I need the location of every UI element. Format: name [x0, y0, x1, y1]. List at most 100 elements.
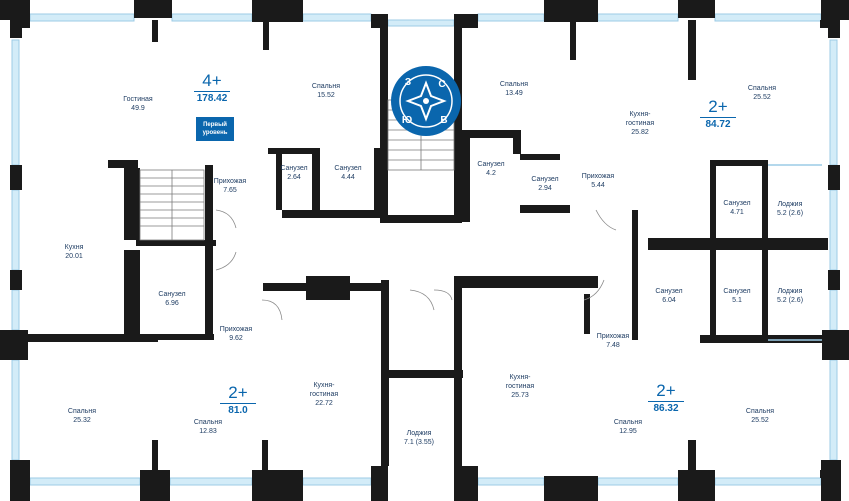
apartment-label[interactable]: 2+ 84.72	[700, 98, 736, 131]
door-swings	[215, 209, 617, 321]
room-name: Спальня	[193, 419, 223, 426]
room-name: Кухня- гостиная	[505, 374, 535, 390]
room-area: 5.2 (2.6)	[776, 210, 804, 217]
room-label: Прихожая 7.65	[214, 177, 246, 195]
apartment-rooms: 2+	[228, 383, 248, 402]
room-area: 4.2	[486, 170, 496, 177]
apartment-label[interactable]: 2+ 81.0	[220, 384, 256, 417]
room-name: Санузел	[531, 176, 559, 183]
room-label: Лоджия 5.2 (2.6)	[777, 200, 803, 218]
room-label: Санузел 6.04	[655, 287, 682, 305]
compass-north: С	[438, 79, 445, 90]
room-label: Кухня 20.01	[65, 243, 84, 261]
room-label: Санузел 4.2	[477, 160, 504, 178]
room-label: Гостиная 49.9	[123, 95, 152, 113]
room-area: 7.65	[223, 187, 237, 194]
room-name: Санузел	[477, 161, 505, 168]
apartment-divider	[648, 401, 684, 402]
room-label: Санузел 4.71	[723, 199, 750, 217]
room-name: Гостиная	[123, 96, 153, 103]
inner-walls	[28, 20, 828, 478]
compass-west: З	[405, 77, 411, 88]
apartment-area: 81.0	[228, 405, 248, 416]
room-area: 25.82	[631, 129, 649, 136]
room-area: 6.96	[165, 300, 179, 307]
room-name: Спальня	[745, 408, 775, 415]
room-name: Спальня	[613, 419, 643, 426]
room-name: Спальня	[499, 81, 529, 88]
apartment-rooms: 4+	[202, 71, 222, 90]
room-name: Прихожая	[219, 326, 253, 333]
room-name: Прихожая	[213, 178, 247, 185]
room-name: Лоджия	[777, 201, 803, 208]
room-label: Спальня 13.49	[500, 80, 528, 98]
room-area: 6.04	[662, 297, 676, 304]
room-area: 4.44	[341, 174, 355, 181]
compass-icon: С В Ю З	[391, 66, 461, 136]
room-area: 12.95	[619, 428, 637, 435]
room-name: Лоджия	[406, 430, 432, 437]
room-label: Спальня 25.52	[748, 84, 776, 102]
room-area: 2.94	[538, 185, 552, 192]
room-label: Кухня- гостиная 25.73	[506, 373, 534, 400]
room-name: Кухня- гостиная	[309, 382, 339, 398]
room-name: Санузел	[655, 288, 683, 295]
room-area: 7.48	[606, 342, 620, 349]
room-label: Лоджия 7.1 (3.55)	[404, 429, 434, 447]
room-name: Прихожая	[596, 333, 630, 340]
level-badge-line2: уровень	[202, 130, 228, 136]
room-area: 7.1 (3.55)	[404, 439, 434, 446]
room-name: Санузел	[723, 200, 751, 207]
room-area: 15.52	[317, 92, 335, 99]
room-name: Санузел	[280, 165, 308, 172]
room-area: 25.52	[753, 94, 771, 101]
compass: С В Ю З	[390, 65, 462, 137]
apartment-divider	[194, 91, 230, 92]
room-label: Спальня 25.52	[746, 407, 774, 425]
room-name: Кухня	[64, 244, 84, 251]
room-label: Прихожая 7.48	[597, 332, 629, 350]
room-name: Санузел	[158, 291, 186, 298]
room-name: Спальня	[311, 83, 341, 90]
room-name: Прихожая	[581, 173, 615, 180]
room-label: Спальня 25.32	[68, 407, 96, 425]
room-name: Спальня	[747, 85, 777, 92]
room-name: Санузел	[723, 288, 751, 295]
apartment-rooms: 2+	[708, 97, 728, 116]
level-badge-line1: Первый	[203, 122, 227, 128]
room-area: 25.32	[73, 417, 91, 424]
room-area: 25.73	[511, 392, 529, 399]
room-area: 12.83	[199, 428, 217, 435]
room-label: Санузел 2.64	[280, 164, 307, 182]
room-area: 5.2 (2.6)	[776, 297, 804, 304]
room-area: 49.9	[131, 105, 145, 112]
level-badge[interactable]: Первый уровень	[196, 117, 234, 141]
apartment-area: 86.32	[653, 403, 679, 414]
apartment-rooms: 2+	[656, 381, 676, 400]
compass-south: Ю	[402, 115, 412, 126]
apartment-area: 84.72	[705, 119, 731, 130]
room-area: 25.52	[751, 417, 769, 424]
apartment-area: 178.42	[196, 93, 228, 104]
room-label: Прихожая 5.44	[582, 172, 614, 190]
apartment-divider	[700, 117, 736, 118]
room-area: 20.01	[65, 253, 83, 260]
apartment-label[interactable]: 2+ 86.32	[648, 382, 684, 415]
room-name: Спальня	[67, 408, 97, 415]
loggia-glazing	[768, 164, 822, 341]
apartment-label[interactable]: 4+ 178.42	[194, 72, 230, 105]
room-label: Прихожая 9.62	[220, 325, 252, 343]
room-area: 13.49	[505, 90, 523, 97]
room-label: Спальня 12.95	[614, 418, 642, 436]
room-area: 9.62	[229, 335, 243, 342]
room-area: 4.71	[730, 209, 744, 216]
room-area: 5.44	[591, 182, 605, 189]
room-area: 2.64	[287, 174, 301, 181]
